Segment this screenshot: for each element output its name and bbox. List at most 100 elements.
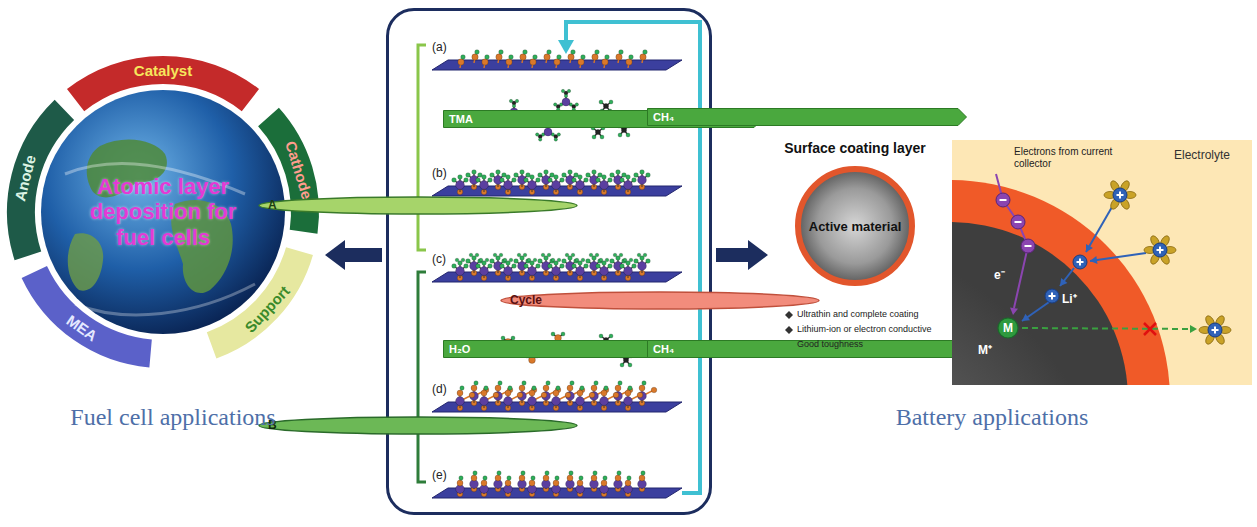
active-core	[952, 222, 1128, 385]
atom	[567, 89, 570, 92]
oval	[259, 197, 577, 214]
atom	[548, 264, 553, 269]
species-label: e⁻	[994, 266, 1005, 283]
atom	[485, 55, 490, 60]
atom	[625, 390, 631, 396]
species-label: M⁺	[978, 341, 992, 358]
ion-path	[1086, 207, 1112, 252]
coated-particle: Surface coating layerActive material	[772, 140, 938, 288]
atom	[481, 390, 487, 396]
atom	[594, 381, 598, 385]
atom	[600, 181, 609, 190]
atom	[528, 267, 537, 276]
atom	[507, 476, 511, 480]
step-bracket	[418, 272, 426, 482]
atom	[604, 386, 608, 390]
atom	[575, 258, 579, 262]
atom	[641, 471, 645, 475]
atom	[538, 259, 543, 264]
atom	[505, 480, 511, 486]
arrowhead	[1190, 325, 1197, 333]
atom	[560, 178, 565, 183]
atom	[651, 387, 657, 393]
atom	[600, 267, 609, 276]
atom	[530, 59, 536, 65]
atom	[520, 170, 525, 175]
atom	[509, 258, 513, 262]
atom	[572, 178, 577, 183]
atom	[618, 381, 622, 385]
atom	[542, 392, 551, 401]
atom	[544, 170, 549, 175]
atom	[488, 178, 493, 183]
land	[68, 233, 103, 290]
atom	[505, 390, 511, 396]
atom	[557, 55, 562, 60]
tag-shape	[647, 108, 967, 126]
atom	[596, 264, 601, 269]
plus-sign	[1079, 259, 1081, 266]
atom	[639, 475, 645, 481]
atom	[541, 253, 545, 257]
atom	[480, 397, 489, 406]
atom	[643, 253, 647, 257]
cloud	[75, 284, 255, 315]
application-bands	[21, 70, 305, 353]
atom	[466, 259, 471, 264]
atom	[497, 471, 501, 475]
atom	[514, 173, 519, 178]
atom	[452, 264, 457, 269]
atom	[561, 332, 565, 336]
atom	[551, 332, 555, 336]
atom	[533, 258, 537, 262]
metal-name: M	[997, 317, 1019, 339]
atom	[531, 476, 535, 480]
atom	[459, 476, 463, 480]
atom	[501, 336, 505, 340]
step-name: Cycle	[510, 293, 542, 308]
atom	[584, 178, 589, 183]
atom	[471, 475, 477, 481]
atom	[646, 173, 651, 178]
arrowhead	[1060, 278, 1067, 286]
atom	[472, 54, 478, 60]
electron	[996, 193, 1010, 207]
atom	[624, 267, 633, 276]
step-label: (c)	[432, 252, 446, 266]
atom	[581, 258, 585, 262]
atom	[504, 397, 513, 406]
atom	[452, 178, 457, 183]
atom	[554, 103, 557, 106]
atom	[472, 170, 477, 175]
atom	[495, 385, 501, 391]
atom	[474, 381, 478, 385]
section-caption: Fuel cell applications	[70, 404, 275, 431]
active-core	[798, 169, 912, 283]
atom	[490, 173, 495, 178]
atom	[592, 170, 597, 175]
atom	[639, 385, 645, 391]
atom	[577, 390, 583, 396]
electron-source-label: Electrons from current collector	[1014, 146, 1126, 170]
arrowhead	[1010, 308, 1018, 315]
atom	[642, 381, 646, 385]
atom	[624, 181, 633, 190]
atom	[552, 397, 561, 406]
atom	[566, 392, 575, 401]
interface-picture	[952, 140, 1252, 385]
atom	[476, 178, 481, 183]
atom	[536, 178, 541, 183]
atom	[614, 392, 623, 401]
arrowhead	[1086, 244, 1093, 252]
atom	[596, 178, 601, 183]
atom	[514, 259, 519, 264]
atom	[509, 99, 512, 102]
plus-sign	[1159, 247, 1161, 254]
flow-arrow	[325, 240, 382, 270]
atom	[500, 264, 505, 269]
atom	[626, 59, 632, 65]
atom	[532, 386, 536, 390]
atom	[493, 392, 499, 398]
atom	[637, 253, 641, 257]
particle-name: Active material	[809, 219, 902, 234]
